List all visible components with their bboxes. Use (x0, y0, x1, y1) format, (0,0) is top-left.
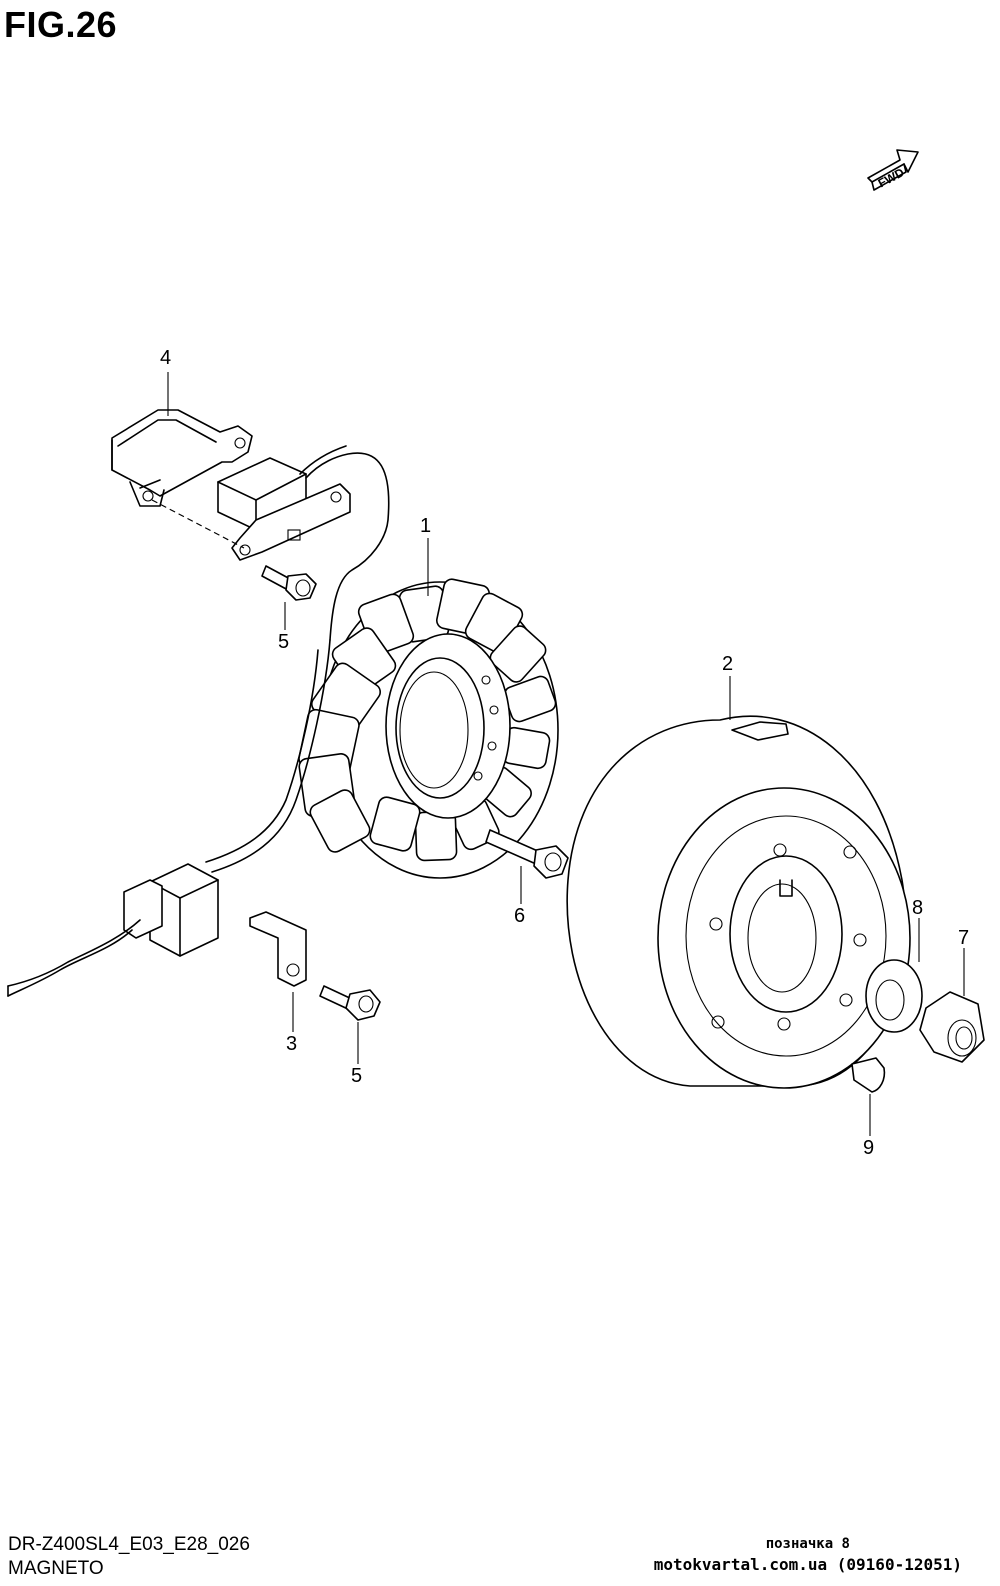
watermark-line-1: позначка 8 (765, 1536, 850, 1552)
part-8-washer[interactable] (865, 959, 923, 1033)
callout-1: 1 (420, 515, 431, 537)
pickup-wire-2 (299, 445, 347, 475)
model-code: DR-Z400SL4_E03_E28_026 (8, 1534, 250, 1555)
connector-lead (7, 929, 133, 997)
watermark-line-2: motokvartal.com.ua (09160-12051) (653, 1555, 962, 1574)
mount-guide-line (151, 499, 245, 549)
stator-wire-2 (205, 649, 319, 863)
part-5-bolt-upper[interactable] (261, 565, 317, 601)
callout-2: 2 (722, 653, 733, 675)
stator-wire (211, 639, 331, 873)
part-4-bracket[interactable] (111, 409, 253, 507)
part-5-bolt-lower[interactable] (319, 985, 381, 1021)
leader-lines (167, 372, 965, 1136)
part-3-bracket[interactable] (249, 911, 307, 987)
stator-connector[interactable] (123, 863, 219, 957)
figure-title: FIG.26 (4, 4, 118, 45)
pickup-coil[interactable] (217, 457, 351, 561)
callout-4: 4 (160, 347, 171, 369)
part-2-rotor[interactable] (566, 715, 911, 1089)
part-7-nut[interactable] (919, 991, 985, 1063)
section-name: MAGNETO (8, 1558, 104, 1579)
callout-5-lower: 5 (351, 1065, 362, 1087)
part-1-stator[interactable] (298, 578, 559, 879)
callout-6: 6 (514, 905, 525, 927)
connector-lead-2 (7, 919, 141, 987)
callout-8: 8 (912, 897, 923, 919)
part-9-key[interactable] (851, 1057, 886, 1093)
fwd-arrow-icon: FWD (867, 149, 919, 191)
pickup-wire (305, 452, 390, 641)
callout-3: 3 (286, 1033, 297, 1055)
callout-7: 7 (958, 927, 969, 949)
fwd-label: FWD (876, 165, 907, 190)
part-6-bolt[interactable] (485, 829, 569, 879)
callout-9: 9 (863, 1137, 874, 1159)
callout-5-upper: 5 (278, 631, 289, 653)
